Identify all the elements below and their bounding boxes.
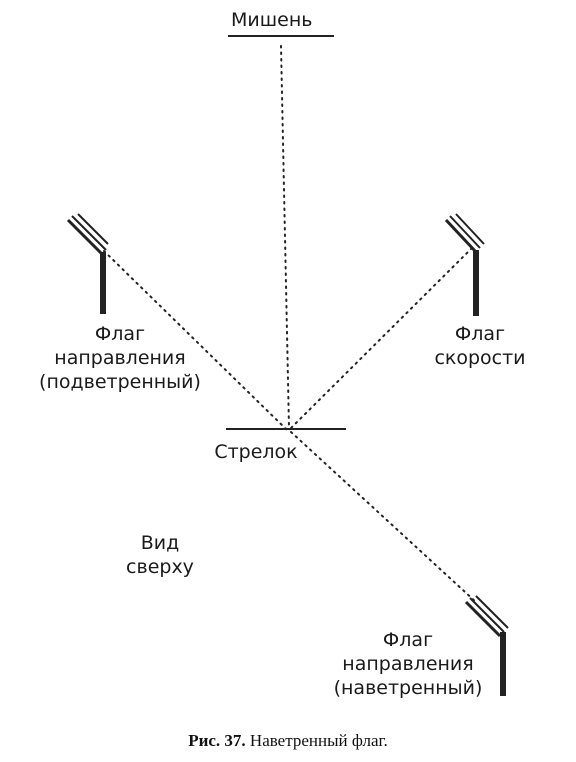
sight-line-to-speed-flag xyxy=(288,247,473,431)
flag-icon-upper-right xyxy=(444,213,485,316)
view-label-line2: сверху xyxy=(126,556,194,578)
flag-label-upper-left: Флаг направления (подветренный) xyxy=(20,322,220,394)
target-label: Мишень xyxy=(231,9,313,31)
flag-label-lower-right: Флаг направления (наветренный) xyxy=(318,628,498,700)
figure-caption-text: Наветренный флаг. xyxy=(249,731,388,750)
flag-label-upper-left-line1: Флаг xyxy=(94,323,146,345)
flag-label-lower-right-line2: направления xyxy=(342,653,474,675)
view-label-line1: Вид xyxy=(140,532,180,554)
figure-caption: Рис. 37. Наветренный флаг. xyxy=(0,731,576,751)
flag-label-upper-right-line1: Флаг xyxy=(454,323,506,345)
flag-label-lower-right-line3: (наветренный) xyxy=(333,677,483,699)
sight-line-to-target xyxy=(280,45,290,429)
flag-label-upper-left-line2: направления xyxy=(54,347,186,369)
flag-label-upper-right-line2: скорости xyxy=(434,347,526,369)
flag-label-upper-left-line3: (подветренный) xyxy=(39,371,201,393)
shooter-label: Стрелок xyxy=(214,441,298,463)
flag-label-lower-right-line1: Флаг xyxy=(382,629,434,651)
figure-number: Рис. 37. xyxy=(188,731,246,750)
flag-label-upper-right: Флаг скорости xyxy=(430,322,530,370)
flag-icon-lower-right xyxy=(464,595,509,696)
flag-icon-upper-left xyxy=(66,213,109,314)
sight-line-to-windward-flag xyxy=(290,431,478,604)
view-label: Вид сверху xyxy=(105,531,215,579)
